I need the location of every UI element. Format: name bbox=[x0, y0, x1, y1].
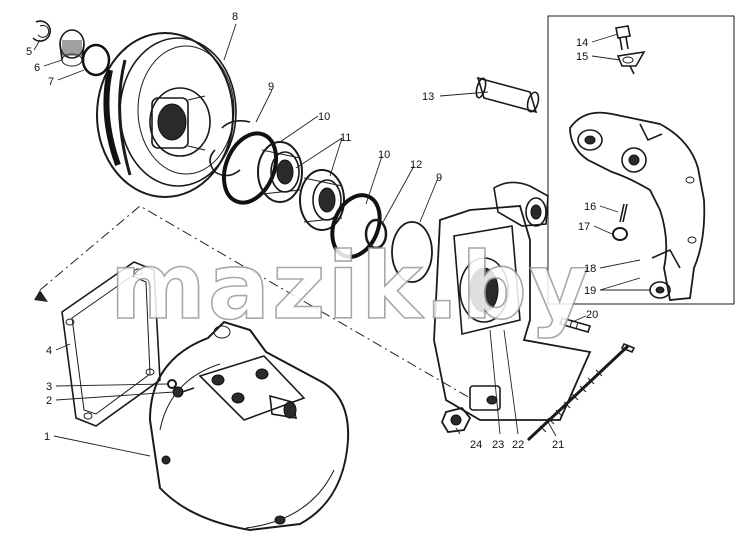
adjusting-block bbox=[469, 385, 501, 411]
part-16-cotter-pin bbox=[619, 203, 628, 223]
inset-lever-bracket bbox=[569, 111, 706, 301]
tensioner-bracket-plate bbox=[433, 181, 592, 421]
part-2-screw bbox=[172, 386, 195, 398]
callout-12: 12 bbox=[410, 159, 422, 171]
part-7-o-ring bbox=[81, 43, 111, 77]
callout-22: 22 bbox=[512, 439, 524, 451]
callout-18: 18 bbox=[584, 263, 596, 275]
callout-9-lower: 9 bbox=[436, 172, 442, 184]
part-13-pin bbox=[475, 76, 540, 114]
callout-17: 17 bbox=[578, 221, 590, 233]
callout-labels: 5 6 7 8 9 10 11 10 12 9 13 14 15 16 17 1… bbox=[26, 11, 598, 451]
part-10-ring-right bbox=[330, 193, 382, 259]
part-11-bearing-upper bbox=[257, 141, 303, 203]
callout-19: 19 bbox=[584, 285, 596, 297]
callout-8: 8 bbox=[232, 11, 238, 23]
part-6-bushing bbox=[59, 29, 85, 67]
callout-3: 3 bbox=[46, 381, 52, 393]
callout-24: 24 bbox=[470, 439, 482, 451]
assembly-axis-line bbox=[39, 205, 471, 399]
callout-6: 6 bbox=[34, 62, 40, 74]
leader-lines bbox=[33, 23, 650, 457]
part-3-washer bbox=[167, 379, 177, 389]
callout-16: 16 bbox=[584, 201, 596, 213]
callout-9-upper: 9 bbox=[268, 81, 274, 93]
inset-frame bbox=[547, 15, 735, 305]
callout-10-upper: 10 bbox=[318, 111, 330, 123]
callout-20: 20 bbox=[586, 309, 598, 321]
callout-13: 13 bbox=[422, 91, 434, 103]
part-4-gasket bbox=[61, 261, 161, 427]
callout-21: 21 bbox=[552, 439, 564, 451]
callout-23: 23 bbox=[492, 439, 504, 451]
part-9-wire-ring-right bbox=[391, 221, 433, 283]
part-11-bearing-lower bbox=[299, 169, 345, 231]
watermark-text: mazik.by bbox=[110, 233, 591, 340]
part-5-snap-ring bbox=[32, 20, 51, 42]
part-10-ring-left bbox=[221, 131, 279, 205]
part-21-adjusting-screw bbox=[526, 342, 636, 442]
callout-15: 15 bbox=[576, 51, 588, 63]
callout-4: 4 bbox=[46, 345, 52, 357]
callout-7: 7 bbox=[48, 76, 54, 88]
callout-10-lower: 10 bbox=[378, 149, 390, 161]
callout-2: 2 bbox=[46, 395, 52, 407]
part-9-retaining-clip-upper bbox=[209, 149, 241, 177]
axis-arrow bbox=[34, 290, 48, 302]
part-9-clip-arc bbox=[221, 120, 251, 129]
callout-1: 1 bbox=[44, 431, 50, 443]
part-1-housing bbox=[148, 320, 350, 532]
part-15-tab-washer bbox=[616, 50, 646, 75]
part-20-stud bbox=[558, 317, 592, 333]
part-12-small-ring bbox=[364, 218, 388, 250]
callout-14: 14 bbox=[576, 37, 588, 49]
callout-11: 11 bbox=[340, 132, 351, 144]
callout-5: 5 bbox=[26, 46, 32, 58]
part-17-washer bbox=[612, 227, 628, 241]
part-8-pulley bbox=[96, 32, 237, 198]
part-24-nut bbox=[440, 406, 472, 433]
part-14-bolt bbox=[615, 25, 631, 51]
